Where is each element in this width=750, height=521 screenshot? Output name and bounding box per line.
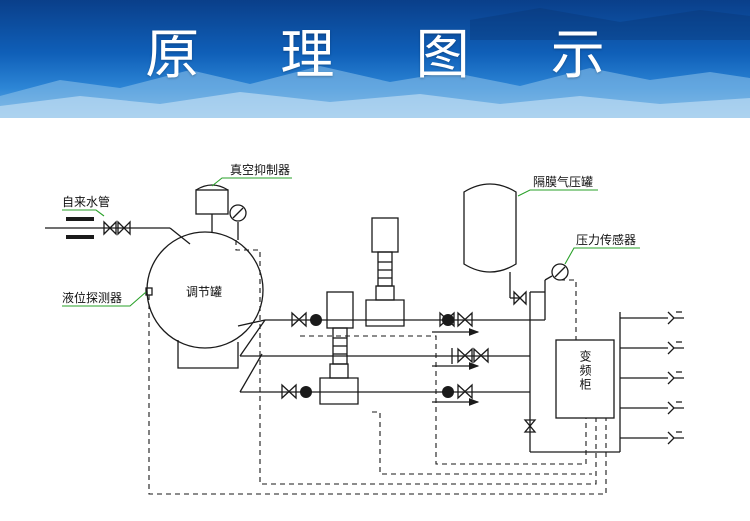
- outlet-branches: [619, 311, 684, 452]
- tank-gauge-icon: [229, 204, 247, 240]
- pump-line-1: [237, 311, 545, 336]
- banner: 原 理 图 示: [0, 0, 750, 118]
- label-vfd-cabinet: 变频柜: [578, 349, 592, 392]
- vacuum-suppressor: [195, 184, 229, 232]
- check-valve-1a: [310, 314, 322, 326]
- pump-line-3: [239, 353, 530, 406]
- label-regulating-tank: 调节罐: [186, 285, 222, 299]
- label-level-probe: 液位探测器: [62, 290, 122, 305]
- inlet-pipe-bar-top: [66, 217, 94, 221]
- pressure-sensor-icon: [544, 263, 569, 292]
- vfd-cabinet: [555, 339, 615, 419]
- outlet-header: [523, 291, 620, 453]
- check-valve-3a: [300, 386, 312, 398]
- pump-line-2: [239, 319, 530, 370]
- label-pressure-sensor: 压力传感器: [576, 232, 636, 247]
- mountain-backdrop: [0, 8, 750, 118]
- tap-water-inlet: [45, 220, 191, 245]
- schematic-diagram: 真空抑制器 自来水管 隔膜气压罐 压力传感器 调节罐 液位探测器 变频柜: [45, 162, 684, 495]
- check-valve-1b: [442, 314, 454, 326]
- banner-title: 原 理 图 示: [145, 23, 637, 86]
- label-tap-water-pipe: 自来水管: [62, 194, 110, 209]
- label-leaders: [62, 177, 640, 307]
- check-valve-3b: [442, 386, 454, 398]
- regulating-tank: [146, 231, 264, 369]
- diaphragm-tank: [463, 183, 527, 306]
- label-diaphragm-tank: 隔膜气压罐: [533, 174, 593, 189]
- pump-upper: [365, 217, 405, 327]
- pump-lower: [319, 291, 359, 405]
- control-wiring: [148, 240, 607, 495]
- inlet-pipe-bar-bottom: [66, 235, 94, 239]
- label-vacuum-suppressor: 真空抑制器: [230, 162, 290, 177]
